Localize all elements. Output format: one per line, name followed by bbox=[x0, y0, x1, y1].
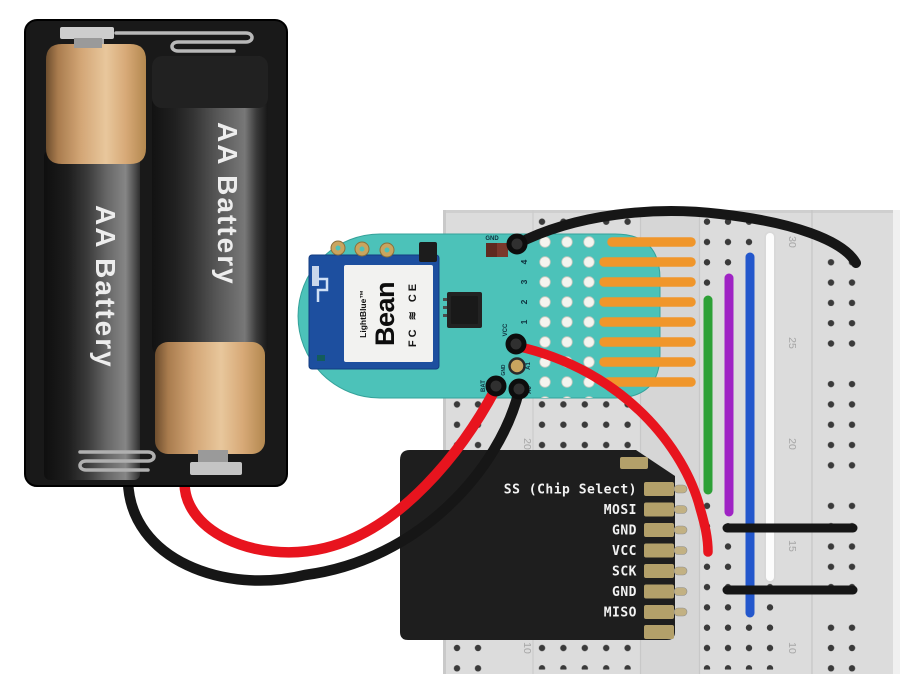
bean-pin-a0-gnd bbox=[508, 378, 530, 400]
sd-pin-label-gnd1: GND bbox=[612, 524, 637, 539]
bean-pin-label-gnd: GND bbox=[501, 364, 507, 376]
left-battery-tan-cap bbox=[46, 44, 146, 164]
bean-pin-label-a1: A1 bbox=[526, 362, 532, 370]
red-wire-vcc-to-sd bbox=[511, 341, 713, 557]
lightblue-brand-text: LightBlue™ bbox=[358, 290, 368, 338]
bean-pin-bat bbox=[485, 375, 507, 397]
row-number: 15 bbox=[786, 540, 798, 552]
hole-number: 3 bbox=[519, 279, 529, 284]
mcu-pins bbox=[443, 298, 447, 317]
bean-pin-a1 bbox=[508, 357, 526, 375]
row-number: 20 bbox=[521, 438, 533, 450]
holder-bottom-spring bbox=[78, 450, 156, 472]
holder-top-spring bbox=[114, 31, 254, 53]
row-number: 25 bbox=[786, 337, 798, 349]
orange-jumper-wires bbox=[599, 237, 696, 387]
antenna-pad bbox=[312, 266, 319, 286]
sd-pin-label-miso: MISO bbox=[604, 606, 637, 621]
left-battery-label: AA Battery bbox=[90, 205, 121, 369]
wires bbox=[122, 206, 861, 618]
sd-pin-label-sck: SCK bbox=[612, 565, 637, 580]
right-battery-tan-cap bbox=[155, 342, 265, 454]
right-battery-body bbox=[152, 56, 268, 356]
hole-number: 2 bbox=[519, 299, 529, 304]
sd-pin-label-ss: SS (Chip Select) bbox=[504, 483, 637, 498]
battery-pack: AA Battery AA Battery bbox=[24, 19, 288, 487]
sd-gold-pads bbox=[644, 482, 674, 639]
antenna-trace bbox=[316, 277, 329, 302]
bean-label-text: LightBlue™ Bean FC ≋ CE bbox=[358, 281, 419, 347]
sd-pin-label-mosi: MOSI bbox=[604, 503, 637, 518]
bean-label-sticker bbox=[344, 265, 433, 362]
small-chip bbox=[419, 242, 437, 262]
sd-pins bbox=[673, 484, 688, 617]
black-wire-battery-to-gnd bbox=[122, 385, 525, 586]
bean-pin-gnd-top bbox=[506, 233, 528, 255]
sd-pin-labels: SS (Chip Select) MOSI GND VCC SCK GND MI… bbox=[504, 483, 637, 621]
bean-pin-label-vcc: VCC bbox=[503, 323, 509, 336]
breadboard-right-power-rail bbox=[820, 252, 865, 674]
bean-hole-numbers: 1 2 3 4 bbox=[519, 259, 529, 324]
mcu-chip-center bbox=[451, 296, 478, 324]
hole-number: 1 bbox=[519, 319, 529, 324]
breadboard-row-numbers-right: 30 25 20 15 10 bbox=[786, 236, 798, 654]
sd-pin-label-gnd2: GND bbox=[612, 585, 637, 600]
row-number: 10 bbox=[521, 642, 533, 654]
red-wire-battery-to-bat bbox=[179, 382, 502, 558]
breadboard-right-edge bbox=[893, 210, 900, 674]
bean-brand-text: Bean bbox=[370, 282, 400, 346]
bean-pin-vcc bbox=[505, 333, 527, 355]
bean-pin-rings bbox=[485, 233, 530, 400]
black-wire-bean-to-rail bbox=[512, 206, 861, 268]
holder-bottom-plate bbox=[190, 462, 242, 475]
right-battery-shoulder bbox=[152, 56, 268, 108]
right-battery-terminal-nub bbox=[198, 450, 228, 462]
left-aa-battery: AA Battery bbox=[44, 30, 146, 480]
left-battery-body bbox=[44, 150, 140, 480]
sd-pin-label-vcc: VCC bbox=[612, 544, 637, 559]
sd-pad-corner bbox=[620, 457, 648, 469]
right-battery-label: AA Battery bbox=[212, 122, 243, 286]
bean-pin-label-a0: A0 bbox=[527, 386, 533, 394]
row-number: 20 bbox=[786, 438, 798, 450]
row-number: 30 bbox=[786, 236, 798, 248]
row-number: 10 bbox=[786, 642, 798, 654]
right-aa-battery: AA Battery bbox=[152, 56, 268, 462]
bean-programming-pads bbox=[330, 240, 395, 258]
sd-card-module: SS (Chip Select) MOSI GND VCC SCK GND MI… bbox=[400, 450, 688, 640]
cert-marks-text: FC ≋ CE bbox=[407, 281, 419, 347]
hole-number: 4 bbox=[519, 259, 529, 264]
lightblue-bean-board: LightBlue™ Bean FC ≋ CE GND VCC A1 BAT A… bbox=[297, 233, 661, 399]
breadboard-left-edge bbox=[443, 210, 446, 674]
holder-top-clip bbox=[60, 27, 114, 39]
bean-pin-label-bat: BAT bbox=[481, 380, 487, 392]
sd-module-body bbox=[400, 450, 675, 640]
holder-top-nub bbox=[74, 38, 102, 48]
bean-pin-label-gnd-top: GND bbox=[485, 236, 499, 242]
smd-resistor bbox=[486, 243, 508, 257]
bean-silkscreen-mark bbox=[317, 355, 325, 361]
